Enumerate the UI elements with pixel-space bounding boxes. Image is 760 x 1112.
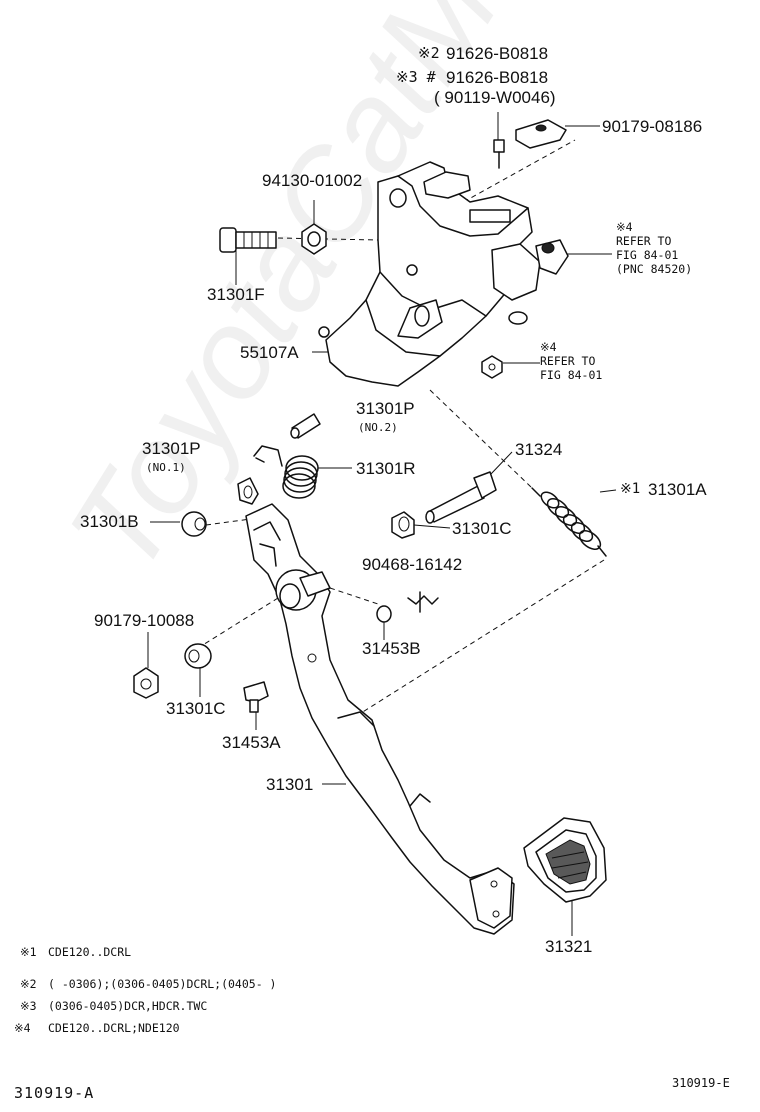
label-31301a: 31301A — [648, 480, 707, 499]
leader-lines — [147, 112, 617, 936]
footnote-mark-4: ※4 — [14, 1021, 31, 1035]
label-31453b: 31453B — [362, 639, 421, 658]
ref2-mark: ※4 — [540, 340, 557, 354]
ref2-line2: FIG 84-01 — [540, 368, 603, 382]
label-31301b: 31301B — [80, 512, 139, 531]
bushing-31301b — [181, 511, 207, 537]
mark-note2: ※2 — [418, 44, 440, 62]
label-91626-b0818-note2: 91626-B0818 — [446, 44, 549, 63]
label-31321: 31321 — [545, 937, 593, 956]
footnote-text-3: (0306-0405)DCR,HDCR.TWC — [48, 999, 208, 1013]
bushing-31301c-right — [391, 511, 415, 539]
label-90179-10088: 90179-10088 — [94, 611, 195, 630]
label-94130-01002: 94130-01002 — [262, 171, 363, 190]
label-31301f: 31301F — [207, 285, 265, 304]
clip-90468 — [407, 591, 439, 613]
mark-note3: ※3 # — [396, 68, 436, 86]
nut-94130 — [301, 223, 327, 255]
bushing-31301p-no1 — [237, 477, 259, 505]
clip-90179-08186 — [515, 119, 567, 149]
spring-31301a — [531, 487, 607, 557]
label-31301c-left: 31301C — [166, 699, 226, 718]
ref1-line1: REFER TO — [616, 234, 672, 248]
label-55107a: 55107A — [240, 343, 299, 362]
ref2-line1: REFER TO — [540, 354, 596, 368]
label-90468-16142: 90468-16142 — [362, 555, 463, 574]
label-31453a: 31453A — [222, 733, 281, 752]
ref1-mark: ※4 — [616, 220, 633, 234]
bolt-31301f — [219, 227, 277, 253]
footnote-text-4: CDE120..DCRL;NDE120 — [48, 1021, 180, 1035]
footnote-text-1: CDE120..DCRL — [48, 945, 132, 959]
footnote-mark-3: ※3 — [20, 999, 37, 1013]
figure-code-left: 310919-A — [14, 1084, 95, 1102]
label-31301r: 31301R — [356, 459, 416, 478]
nut-90179-10088 — [133, 667, 159, 699]
stopper-31453a — [243, 681, 269, 713]
mark-note1: ※1 — [620, 481, 641, 497]
ref1-line2: FIG 84-01 — [616, 248, 679, 262]
label-90179-08186: 90179-08186 — [602, 117, 703, 136]
spring-31301r — [253, 445, 319, 499]
bolt-91626 — [493, 139, 505, 169]
label-31301c-right: 31301C — [452, 519, 512, 538]
label-31301p-no1-sub: (NO.1) — [146, 461, 186, 474]
label-31301p-no2-sub: (NO.2) — [358, 421, 398, 434]
label-31324: 31324 — [515, 440, 563, 459]
label-31301p-no1: 31301P — [142, 439, 201, 458]
bracket-55107a — [318, 161, 569, 387]
pin-31301p-no2 — [290, 413, 321, 439]
footnote-mark-2: ※2 — [20, 977, 37, 991]
figure-code-right: 310919-E — [672, 1076, 730, 1090]
nut-ref-84-01 — [481, 355, 503, 379]
footnote-text-2: ( -0306);(0306-0405)DCRL;(0405- ) — [48, 977, 277, 991]
pin-31324 — [425, 471, 497, 524]
label-90119-w0046: ( 90119-W0046) — [434, 88, 556, 107]
footnote-mark-1: ※1 — [20, 945, 37, 959]
label-31301p-no2: 31301P — [356, 399, 415, 418]
label-31301: 31301 — [266, 775, 314, 794]
bushing-31301c-left — [184, 643, 212, 669]
label-91626-b0818-note3: 91626-B0818 — [446, 68, 549, 87]
pedal-pad-31321 — [523, 817, 607, 903]
stopper-31453b — [376, 605, 392, 623]
ref1-line3: (PNC 84520) — [616, 262, 693, 276]
pedal-arm-31301 — [245, 503, 515, 935]
